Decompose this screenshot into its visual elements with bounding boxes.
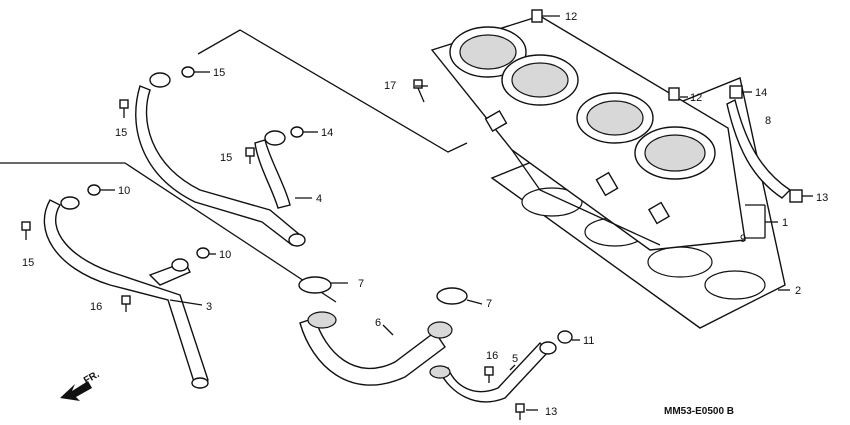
water-pipe-lower-right bbox=[429, 341, 557, 403]
callout-4: 4 bbox=[316, 193, 322, 205]
callout-13-mid: 12 bbox=[690, 92, 702, 104]
callout-8: 8 bbox=[765, 115, 771, 127]
callout-17: 17 bbox=[384, 80, 396, 92]
callout-labels: 12 15 17 12 14 8 15 14 15 10 4 13 1 9 10… bbox=[22, 11, 828, 418]
callout-15-top: 15 bbox=[115, 127, 127, 139]
front-direction-label: FR. bbox=[82, 369, 102, 387]
callout-5: 5 bbox=[512, 353, 518, 365]
leader-lines bbox=[100, 15, 813, 411]
water-pipe-upper bbox=[135, 72, 306, 247]
bolts bbox=[21, 9, 680, 420]
callout-15-bottom: 16 bbox=[90, 301, 102, 313]
callout-7-right: 7 bbox=[486, 298, 492, 310]
diagram-code: MM53-E0500 B bbox=[664, 406, 734, 417]
o-rings bbox=[87, 66, 573, 344]
callout-10-lower: 10 bbox=[219, 249, 231, 261]
callout-14-top: 14 bbox=[755, 87, 767, 99]
callout-16-top: 16 bbox=[486, 350, 498, 362]
hose-clamps bbox=[298, 276, 468, 305]
boundary-lines bbox=[0, 29, 468, 303]
callout-15-left: 15 bbox=[22, 257, 34, 269]
callout-15-mid: 15 bbox=[220, 152, 232, 164]
callout-12-lower: 14 bbox=[321, 127, 333, 139]
callout-14-bottom: 13 bbox=[816, 192, 828, 204]
callout-12-upper: 15 bbox=[213, 67, 225, 79]
water-pipe-lower-left bbox=[43, 196, 209, 389]
front-direction-arrow bbox=[60, 381, 92, 401]
callout-13-top: 12 bbox=[565, 11, 577, 23]
callout-2: 2 bbox=[795, 285, 801, 297]
callout-9: 9 bbox=[740, 233, 746, 245]
callout-7-left: 7 bbox=[358, 278, 364, 290]
callout-3: 3 bbox=[206, 301, 212, 313]
small-water-hose bbox=[726, 85, 803, 203]
cylinder-block bbox=[430, 15, 746, 251]
callout-11: 11 bbox=[583, 335, 594, 347]
callout-1: 1 bbox=[782, 217, 788, 229]
callout-16-bottom: 13 bbox=[545, 406, 557, 418]
water-hose bbox=[299, 311, 453, 386]
callout-10-upper: 10 bbox=[118, 185, 130, 197]
callout-6: 6 bbox=[375, 317, 381, 329]
